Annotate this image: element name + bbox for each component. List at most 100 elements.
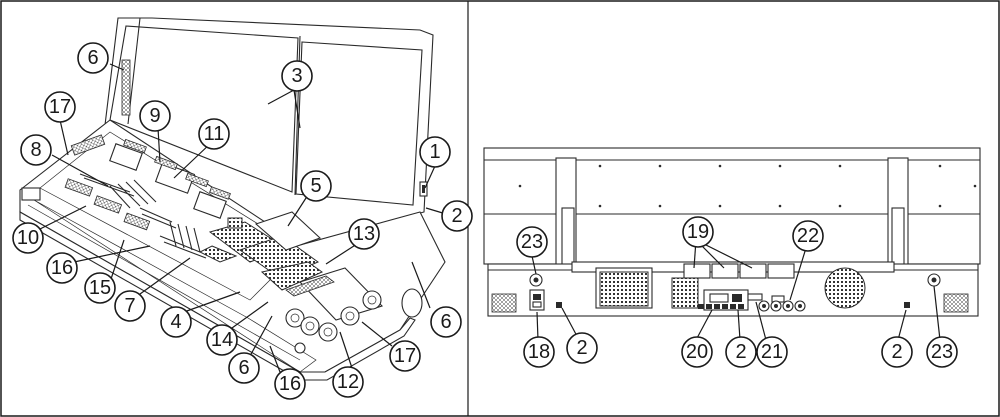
callout-2-front: 2 (441, 200, 473, 232)
callout-number: 22 (797, 225, 819, 247)
callout-number: 17 (394, 345, 416, 367)
fader-bank-center (139, 207, 207, 259)
callout-number: 18 (528, 341, 550, 363)
callout-4: 4 (160, 306, 192, 338)
callout-10: 10 (12, 222, 44, 254)
led-strip-front (285, 275, 335, 297)
callout-number: 1 (429, 141, 440, 163)
rear-opening-2 (711, 263, 739, 279)
callout-14: 14 (206, 324, 238, 356)
mini-display-3 (193, 191, 227, 219)
foot-1 (556, 302, 562, 308)
callout-number: 14 (211, 329, 233, 351)
callout-number: 6 (87, 47, 98, 69)
rear-handle-right (943, 293, 969, 313)
callout-2-rear-3: 2 (881, 336, 913, 368)
callout-23-left: 23 (516, 226, 548, 258)
front-view (19, 17, 446, 381)
callout-6-bottom: 6 (228, 352, 260, 384)
fan-right (824, 267, 866, 309)
console-right-edge (299, 317, 416, 381)
button-matrix-3 (198, 245, 238, 263)
main-display (254, 211, 322, 251)
side-handle (401, 288, 423, 318)
callout-number: 11 (204, 123, 225, 145)
status-lamp (294, 342, 306, 354)
callout-7: 7 (114, 290, 146, 322)
rear-handle-left (491, 293, 517, 313)
callout-number: 3 (291, 65, 302, 87)
callout-6-top: 6 (77, 42, 109, 74)
callout-number: 6 (440, 311, 451, 333)
fader-bank-left (64, 134, 157, 231)
mini-display-1 (109, 143, 143, 171)
leader-lines (33, 63, 941, 373)
callout-number: 16 (51, 257, 73, 279)
callout-number: 9 (149, 105, 160, 127)
callout-19: 19 (682, 216, 714, 248)
screen-left (109, 25, 299, 193)
callout-number: 2 (576, 337, 587, 359)
callout-number: 17 (49, 96, 71, 118)
callout-number: 10 (17, 227, 39, 249)
callout-3: 3 (281, 60, 313, 92)
callout-number: 2 (891, 341, 902, 363)
callout-number: 19 (687, 221, 709, 243)
usb-ports (698, 304, 744, 309)
callout-20: 20 (681, 336, 713, 368)
callout-6-right: 6 (430, 306, 462, 338)
callout-12: 12 (332, 366, 364, 398)
callout-18: 18 (523, 336, 555, 368)
callout-16-bottom: 16 (274, 368, 306, 400)
rear-opening-4 (767, 263, 795, 279)
callout-number: 4 (170, 311, 181, 333)
callout-16-left: 16 (46, 252, 78, 284)
rear-opening-3 (739, 263, 767, 279)
callout-21: 21 (756, 336, 788, 368)
rear-opening-1 (683, 263, 711, 279)
callout-2-rear-2: 2 (725, 336, 757, 368)
callout-number: 23 (931, 341, 953, 363)
callout-number: 23 (521, 231, 543, 253)
callout-13: 13 (348, 218, 380, 250)
dmx-ports (758, 300, 806, 312)
callout-number: 5 (310, 175, 321, 197)
rear-view (483, 147, 981, 317)
callouts: 1 2 3 4 5 6 6 6 7 8 9 10 11 12 13 14 15 … (12, 42, 958, 400)
callout-number: 13 (353, 223, 375, 245)
callout-17-right: 17 (389, 340, 421, 372)
callout-number: 20 (686, 341, 708, 363)
encoder-wheels (285, 290, 382, 342)
callout-number: 12 (337, 371, 359, 393)
callout-number: 6 (238, 357, 249, 379)
callout-8: 8 (20, 134, 52, 166)
callout-number: 2 (735, 341, 746, 363)
callout-number: 2 (451, 205, 462, 227)
callout-number: 21 (761, 341, 783, 363)
foot-2 (904, 302, 910, 308)
mini-display-2 (154, 162, 196, 194)
callout-2-rear-1: 2 (566, 332, 598, 364)
callout-11: 11 (198, 118, 230, 150)
callout-9: 9 (139, 100, 171, 132)
callout-22: 22 (792, 220, 824, 252)
callout-17-top: 17 (44, 91, 76, 123)
callout-number: 8 (30, 139, 41, 161)
monitor-led-strip-left (121, 59, 131, 116)
small-keys (227, 217, 243, 229)
button-matrix-4 (260, 261, 323, 291)
fan-left-grille (599, 271, 649, 307)
callout-5: 5 (300, 170, 332, 202)
callout-number: 16 (279, 373, 301, 395)
callout-15: 15 (84, 272, 116, 304)
callout-23-right: 23 (926, 336, 958, 368)
callout-1: 1 (419, 136, 451, 168)
fan-small-left (671, 277, 699, 309)
screen-right (295, 41, 423, 206)
callout-number: 7 (124, 295, 135, 317)
callout-number: 15 (89, 277, 111, 299)
left-ledge (21, 187, 41, 201)
